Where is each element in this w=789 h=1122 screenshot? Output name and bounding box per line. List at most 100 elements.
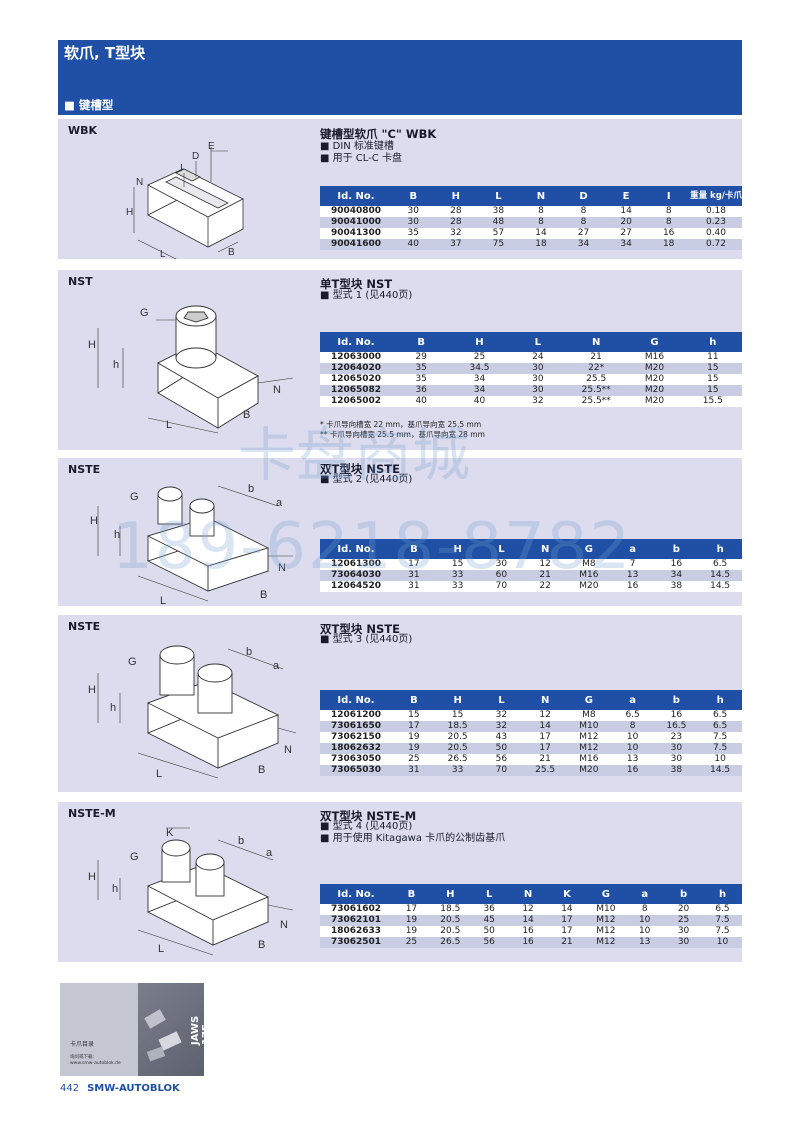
table-cell: 6.5 [703,904,742,915]
column-header: H [435,690,480,710]
dim-l-label: L [166,419,172,431]
dim-b-label: B [258,939,265,951]
table-cell: 6.5 [698,559,742,570]
note: ■ 型式 2 (见440页) [320,474,413,485]
table-cell: 17 [392,904,431,915]
catalog-label: 卡爪目录 [70,1041,95,1048]
column-header: H [434,186,478,206]
table-cell: 17 [523,732,567,743]
dim-n-label: N [273,384,281,396]
column-header: N [519,186,563,206]
table-cell: 16 [654,559,699,570]
column-header: Id. No. [320,690,392,710]
page-header: 软爪, T型块 ■ 键槽型 [58,40,742,115]
table-cell: 25.5 [566,374,626,385]
table-cell: 15 [392,710,436,721]
catalog-download: 询问或下载: www.smw-autoblok.de [70,1055,121,1067]
table-cell: 8 [647,217,690,228]
nste-3-drawing: G b a H h L B N [88,645,297,780]
table-cell: 70 [479,581,524,592]
id-number-cell: 12065002 [320,396,392,407]
table-cell: 75 [477,239,520,250]
column-header: N [508,884,548,904]
section-label: NST [68,275,93,288]
table-cell: 16 [647,228,690,239]
column-header: b [654,690,699,710]
table-cell: 16 [610,581,655,592]
table-cell: M12 [586,926,626,937]
table-cell: 17 [547,926,587,937]
column-header: L [479,539,524,559]
table-cell: 31 [392,581,436,592]
table-cell: 25.5 [523,765,567,776]
table-cell: 8 [562,206,605,217]
table-cell: 36 [469,904,509,915]
table-cell: 7.5 [698,732,742,743]
table-cell: M16 [625,352,684,363]
id-number-cell: 73062501 [320,937,392,948]
table-cell: 23 [654,732,699,743]
table-cell: 30 [664,937,703,948]
id-number-cell: 12061300 [320,559,392,570]
table-cell: 16 [508,937,548,948]
id-number-cell: 73063050 [320,754,392,765]
dim-l-label: L [158,943,164,955]
note: ■ 型式 4 (见440页) [320,821,413,832]
table-cell: 27 [604,228,648,239]
table-cell: 0.18 [690,206,742,217]
table-cell: M10 [586,904,626,915]
dim-b-label: B [243,409,250,421]
table-cell: 19 [392,926,431,937]
section-nste-3: NSTE G b a H h L B N 双T型块 NSTE ■ 型式 3 (见… [58,615,742,792]
wbk-drawing: E D I N H L B [126,141,244,259]
table-cell: 16.5 [654,721,699,732]
column-header: E [604,186,648,206]
dim-b-label-top: b [238,835,244,847]
table-cell: M8 [567,559,611,570]
catalog-cover[interactable]: 卡爪目录 询问或下载: www.smw-autoblok.de JAWS 17E [60,983,212,1076]
table-cell: 70 [479,765,524,776]
dim-n-label: N [136,177,143,188]
section-notes: ■ 型式 4 (见440页) ■ 用于使用 Kitagawa 卡爪的公制齿基爪 [320,821,505,845]
table-cell: 26.5 [430,937,470,948]
table-cell: 20.5 [435,732,480,743]
nste-m-drawing: K G b a H h L B N [88,827,294,956]
table-cell: 30 [479,559,524,570]
table-cell: 8 [519,206,563,217]
section-label: NSTE [68,463,101,476]
catalog-url[interactable]: www.smw-autoblok.de [70,1061,121,1066]
table-cell: 17 [547,915,587,926]
dim-b-label: B [228,247,235,258]
table-cell: 29 [392,352,451,363]
dim-n-label: N [278,562,286,574]
table-cell: 15.5 [683,396,742,407]
table-cell: 37 [434,239,478,250]
column-header: G [567,690,611,710]
table-cell: 30 [392,206,435,217]
table-cell: 16 [508,926,548,937]
column-header: N [523,539,567,559]
column-header: h [698,539,742,559]
catalog-cover-text: JAWS 17E [190,1015,212,1045]
table-cell: 13 [610,570,655,581]
table-cell: 57 [477,228,520,239]
column-header: B [392,539,436,559]
page-subtitle: ■ 键槽型 [64,98,114,112]
footnote: ** 卡爪导向槽宽 25.5 mm，基爪导向宽 28 mm [320,430,485,439]
dim-g-label: G [140,307,149,319]
table-cell: 19 [392,732,436,743]
column-header: G [625,332,684,352]
page-number: 442 [60,1083,80,1094]
column-header: L [477,186,520,206]
dim-h-label: H [126,207,133,218]
